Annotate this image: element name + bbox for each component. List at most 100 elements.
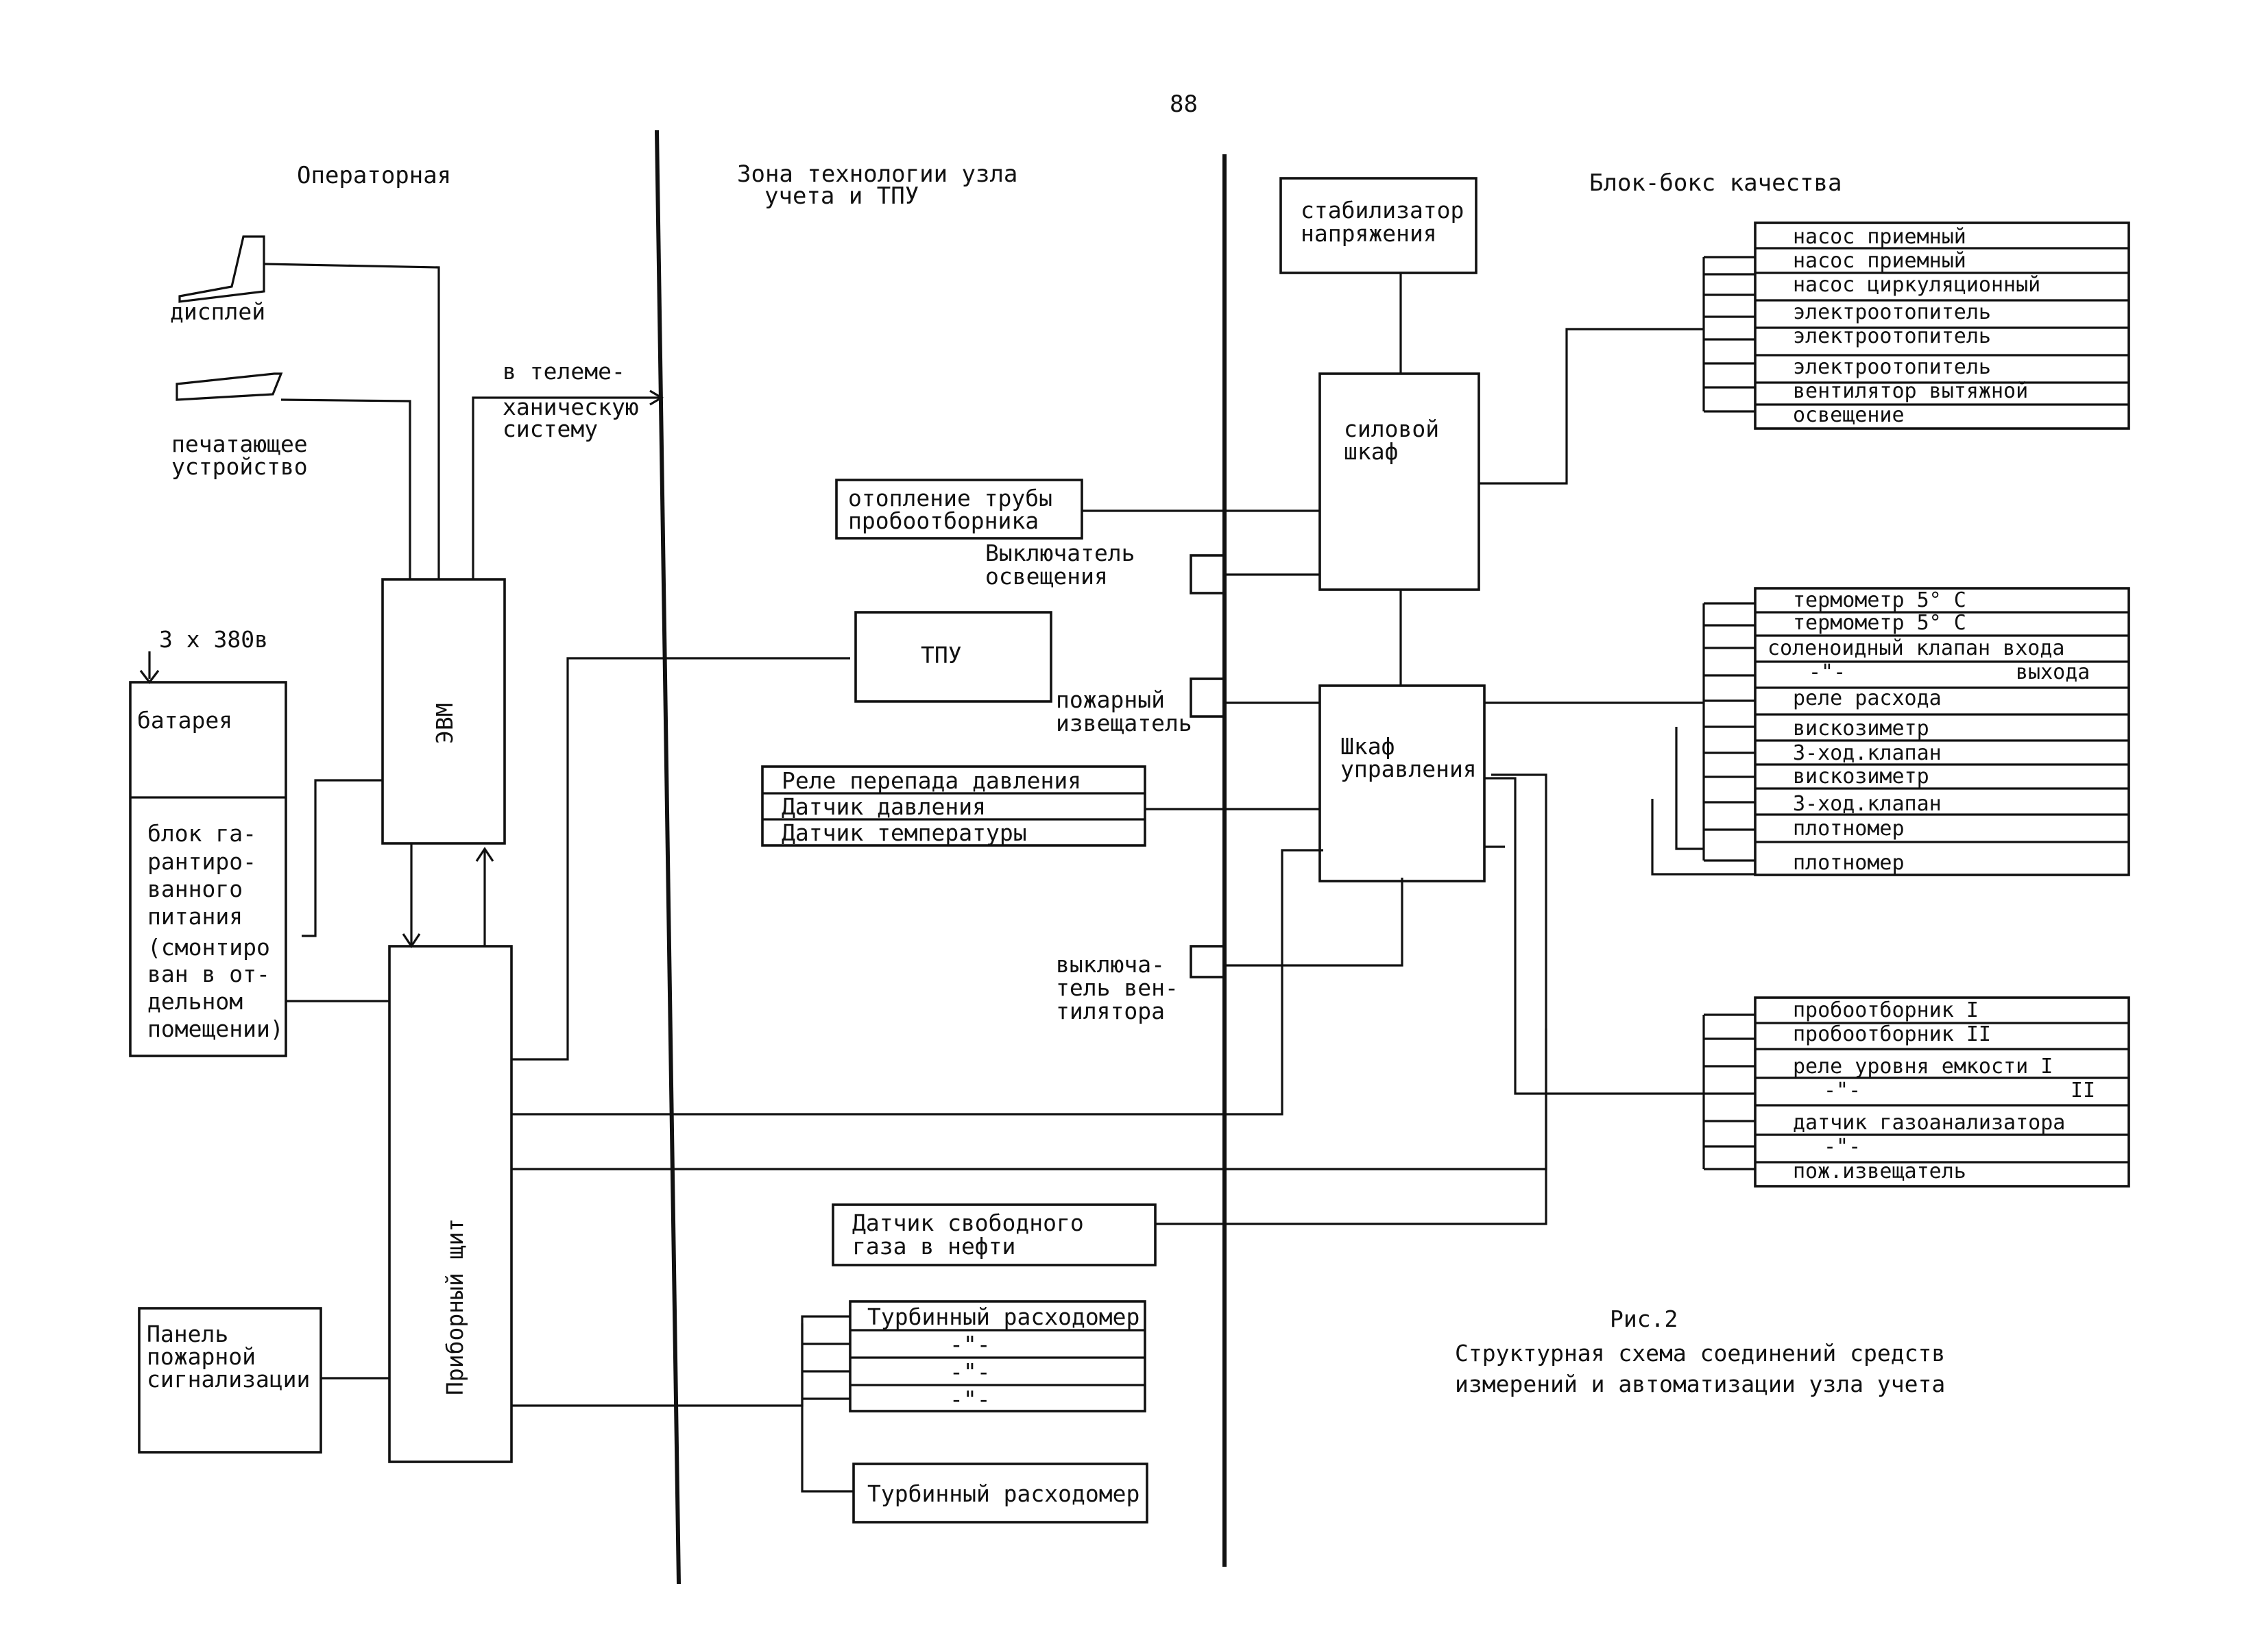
turbine-group-label-4: -"- bbox=[950, 1386, 991, 1412]
control-cabinet-label-1: Шкаф bbox=[1340, 733, 1395, 760]
zone-tech-label-1: Зона технологии узла bbox=[737, 160, 1017, 188]
fire-detector-icon bbox=[1190, 677, 1227, 718]
ups-label-8: помещении) bbox=[147, 1015, 284, 1042]
fan-switch-label-3: тилятора bbox=[1056, 998, 1165, 1024]
light-switch-icon bbox=[1190, 554, 1227, 594]
tpu-label: ТПУ bbox=[921, 642, 962, 669]
group3-item-2: пробоотборник II bbox=[1793, 1022, 1991, 1046]
power-cabinet-label-2: шкаф bbox=[1344, 438, 1398, 465]
free-gas-label-2: газа в нефти bbox=[852, 1233, 1015, 1260]
computer-label: ЭВМ bbox=[431, 703, 458, 744]
stabilizer-label-1: стабилизатор bbox=[1301, 197, 1464, 224]
heating-box bbox=[835, 479, 1083, 540]
group2-item-5: выхода bbox=[2016, 660, 2090, 684]
group2-item-4: -"- bbox=[1809, 660, 1846, 684]
page-number: 88 bbox=[1170, 91, 1198, 118]
group1-item-8: освещение bbox=[1793, 403, 1905, 427]
zone-quality-label: Блок-бокс качества bbox=[1589, 169, 1842, 197]
control-cabinet-box bbox=[1318, 684, 1486, 882]
zone-tech-label-2: учета и ТПУ bbox=[764, 182, 919, 210]
display-label: дисплей bbox=[170, 298, 265, 325]
caption-line-2: измерений и автоматизации узла учета bbox=[1455, 1371, 1945, 1397]
turbine-group-label-1: Турбинный расходомер bbox=[867, 1303, 1139, 1330]
ups-label-7: дельном bbox=[147, 988, 243, 1015]
tpu-box bbox=[854, 611, 1052, 703]
group2-item-10: 3-ход.клапан bbox=[1793, 792, 1942, 816]
group3-item-5: II bbox=[2071, 1079, 2095, 1103]
fan-switch-label-2: тель вен- bbox=[1056, 974, 1179, 1001]
sensor-label-1: Реле перепада давления bbox=[782, 767, 1081, 794]
zone-divider-left bbox=[655, 130, 681, 1585]
fire-alarm-panel-box bbox=[138, 1307, 322, 1454]
control-cabinet-label-2: управления bbox=[1340, 756, 1477, 782]
group2-item-6: реле расхода bbox=[1793, 686, 1942, 710]
group1-item-3: насос циркуляционный bbox=[1793, 273, 2040, 297]
printer-label-1: печатающее bbox=[171, 431, 308, 457]
ups-box bbox=[129, 681, 287, 1057]
telemech-label-1: в телеме- bbox=[503, 358, 625, 385]
ups-label-6: ван в от- bbox=[147, 961, 270, 987]
fan-switch-icon bbox=[1190, 945, 1227, 978]
battery-label: батарея bbox=[137, 707, 232, 734]
light-switch-label-2: освещения bbox=[985, 563, 1108, 590]
group3-item-8: пож.извещатель bbox=[1793, 1159, 1966, 1183]
stabilizer-label-2: напряжения bbox=[1301, 220, 1437, 247]
instrument-panel-label: Приборный щит bbox=[442, 1218, 468, 1395]
stabilizer-box bbox=[1279, 177, 1477, 274]
fire-detector-label-2: извещатель bbox=[1056, 710, 1192, 736]
printer-icon bbox=[176, 372, 283, 401]
ups-label-5: (смонтиро bbox=[147, 934, 270, 961]
ups-label-2: рантиро- bbox=[147, 848, 256, 875]
instrument-panel-box bbox=[388, 945, 513, 1463]
group2-item-2: термометр 5° С bbox=[1793, 611, 1966, 635]
group1-table bbox=[1754, 221, 2130, 430]
group2-item-1: термометр 5° С bbox=[1793, 588, 1966, 612]
caption-line-1: Структурная схема соединений средств bbox=[1455, 1340, 1945, 1367]
group1-item-1: насос приемный bbox=[1793, 225, 1966, 249]
printer-label-2: устройство bbox=[171, 453, 308, 480]
fire-detector-label-1: пожарный bbox=[1056, 686, 1165, 713]
turbine-group-box bbox=[849, 1300, 1146, 1412]
display-icon bbox=[178, 235, 265, 303]
group1-item-4: электроотопитель bbox=[1793, 300, 1991, 324]
heating-label-1: отопление трубы bbox=[848, 485, 1052, 512]
group3-item-6: датчик газоанализатора bbox=[1793, 1111, 2065, 1135]
group1-item-2: насос приемный bbox=[1793, 249, 1966, 273]
group2-item-9: вискозиметр bbox=[1793, 765, 1929, 789]
fan-switch-label-1: выключа- bbox=[1056, 951, 1165, 978]
power-cabinet-box bbox=[1318, 372, 1480, 591]
computer-box bbox=[381, 578, 506, 845]
turbine-single-box bbox=[852, 1463, 1148, 1524]
fire-panel-label-3: сигнализации bbox=[147, 1366, 310, 1393]
telemech-label-2: ханическую bbox=[503, 394, 639, 420]
group1-item-5: электроотопитель bbox=[1793, 324, 1991, 348]
power-cabinet-label-1: силовой bbox=[1344, 416, 1439, 442]
sensors-box bbox=[761, 765, 1146, 847]
group3-item-3: реле уровня емкости I bbox=[1793, 1055, 2053, 1079]
ups-label-3: ванного bbox=[147, 876, 243, 902]
ups-label-1: блок га- bbox=[147, 820, 256, 847]
free-gas-label-1: Датчик свободного bbox=[852, 1210, 1084, 1236]
zone-operator-label: Операторная bbox=[297, 162, 451, 189]
group3-table bbox=[1754, 996, 2130, 1188]
group2-item-3: соленоидный клапан входа bbox=[1768, 636, 2064, 660]
power-input-label: 3 x 380в bbox=[159, 626, 268, 653]
group2-item-7: вискозиметр bbox=[1793, 717, 1929, 741]
group3-item-1: пробоотборник I bbox=[1793, 998, 1979, 1022]
ups-label-4: питания bbox=[147, 903, 243, 930]
caption-fig: Рис.2 bbox=[1610, 1306, 1678, 1332]
fire-panel-label-1: Панель bbox=[147, 1321, 228, 1347]
free-gas-sensor-box bbox=[832, 1203, 1157, 1266]
sensor-label-3: Датчик температуры bbox=[782, 819, 1027, 846]
group1-item-6: электроотопитель bbox=[1793, 355, 1991, 379]
group3-item-7: -"- bbox=[1824, 1135, 1861, 1159]
group2-table bbox=[1754, 587, 2130, 876]
fire-panel-label-2: пожарной bbox=[147, 1343, 256, 1370]
group2-item-12: плотномер bbox=[1793, 851, 1905, 875]
group1-item-7: вентилятор вытяжной bbox=[1793, 379, 2028, 403]
telemech-label-3: систему bbox=[503, 416, 598, 442]
turbine-single-label: Турбинный расходомер bbox=[867, 1480, 1139, 1507]
turbine-group-label-3: -"- bbox=[950, 1358, 991, 1385]
heating-label-2: пробоотборника bbox=[848, 507, 1039, 534]
